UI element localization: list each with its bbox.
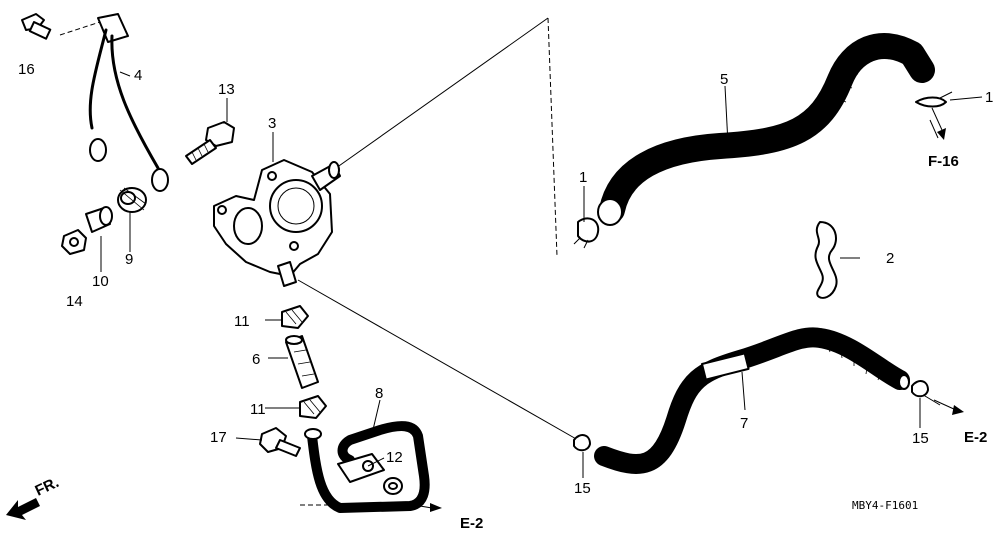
callout-4: 4: [134, 67, 142, 84]
arrow-f16: [931, 107, 946, 140]
front-arrow-icon: [6, 498, 40, 520]
wire-bracket-part-4: [88, 13, 169, 192]
arrow-e2-bottom: [419, 503, 442, 512]
callout-6: 6: [252, 351, 260, 368]
callout-3: 3: [268, 115, 276, 132]
front-label: FR.: [33, 474, 62, 500]
callout-9: 9: [125, 251, 133, 268]
clip-part-1-right: [915, 91, 953, 108]
bolt-part-13: [185, 121, 235, 165]
callout-7: 7: [740, 415, 748, 432]
callout-10: 10: [92, 273, 109, 290]
callout-8: 8: [375, 385, 383, 402]
retainer-part-2: [814, 221, 838, 299]
callout-15-right: 15: [912, 430, 929, 447]
clip-part-15-left: [573, 434, 591, 452]
hose-part-7: [594, 327, 910, 474]
callout-2: 2: [886, 250, 894, 267]
clamp-part-11-lower: [299, 395, 327, 419]
bolt-part-17: [259, 427, 301, 457]
callout-11-lower: 11: [250, 401, 266, 418]
pump-part-3: [213, 159, 341, 287]
reference-e2-bottom: E-2: [460, 515, 483, 532]
diagram-code: MBY4-F1601: [852, 499, 918, 512]
callout-13: 13: [218, 81, 235, 98]
callout-11-upper: 11: [234, 313, 250, 330]
callout-5: 5: [720, 71, 728, 88]
nut-part-14: [61, 229, 87, 255]
reference-e2-right: E-2: [964, 429, 987, 446]
callout-14: 14: [66, 293, 83, 310]
callout-12: 12: [386, 449, 403, 466]
callout-15-left: 15: [574, 480, 591, 497]
collar-part-10: [85, 206, 113, 233]
callout-leaders: [100, 71, 983, 478]
reference-f16: F-16: [928, 153, 959, 170]
hose-part-6: [285, 335, 319, 389]
callout-16: 16: [18, 61, 35, 78]
callout-17: 17: [210, 429, 227, 446]
hose-part-5: [597, 33, 935, 226]
clamp-part-11-upper: [281, 305, 309, 329]
grommet-part-9: [117, 187, 147, 213]
arrow-e2-right: [933, 399, 964, 415]
pipe-part-8: [304, 421, 430, 513]
callout-1-right: 1: [985, 89, 993, 106]
clip-part-15-right: [911, 380, 929, 398]
clip-part-1-left: [573, 217, 600, 249]
washer-part-12: [383, 477, 403, 495]
leader-lines: [59, 17, 941, 506]
bolt-part-16: [21, 13, 52, 40]
callout-1-left: 1: [579, 169, 587, 186]
